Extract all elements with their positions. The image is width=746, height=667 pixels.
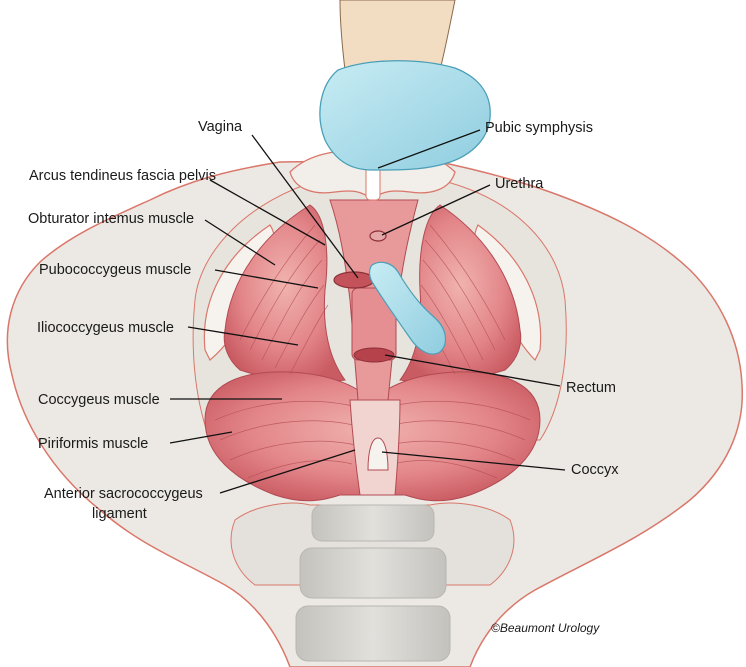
label-coccyx: Coccyx (571, 462, 619, 478)
spine-segment-2 (300, 548, 446, 598)
label-obturator-internus: Obturator intemus muscle (28, 211, 194, 227)
arm (340, 0, 455, 70)
label-anterior-sacrococcygeus-line1: Anterior sacrococcygeus (44, 486, 203, 502)
vaginal-opening (334, 272, 374, 288)
label-anterior-sacrococcygeus-line2: ligament (92, 506, 147, 522)
label-iliococcygeus: Iliococcygeus muscle (37, 320, 174, 336)
urethral-opening (370, 231, 386, 241)
label-arcus-tendineus: Arcus tendineus fascia pelvis (29, 168, 216, 184)
spine-segment-1 (312, 505, 434, 541)
copyright-credit: ©Beaumont Urology (491, 621, 600, 635)
label-pubic-symphysis: Pubic symphysis (485, 120, 593, 136)
label-piriformis: Piriformis muscle (38, 436, 148, 452)
spine-segment-3 (296, 606, 450, 661)
gloved-hand (320, 61, 490, 170)
label-coccygeus: Coccygeus muscle (38, 392, 160, 408)
label-rectum: Rectum (566, 380, 616, 396)
label-vagina: Vagina (198, 119, 243, 135)
label-pubococcygeus: Pubococcygeus muscle (39, 262, 191, 278)
label-urethra: Urethra (495, 176, 544, 192)
